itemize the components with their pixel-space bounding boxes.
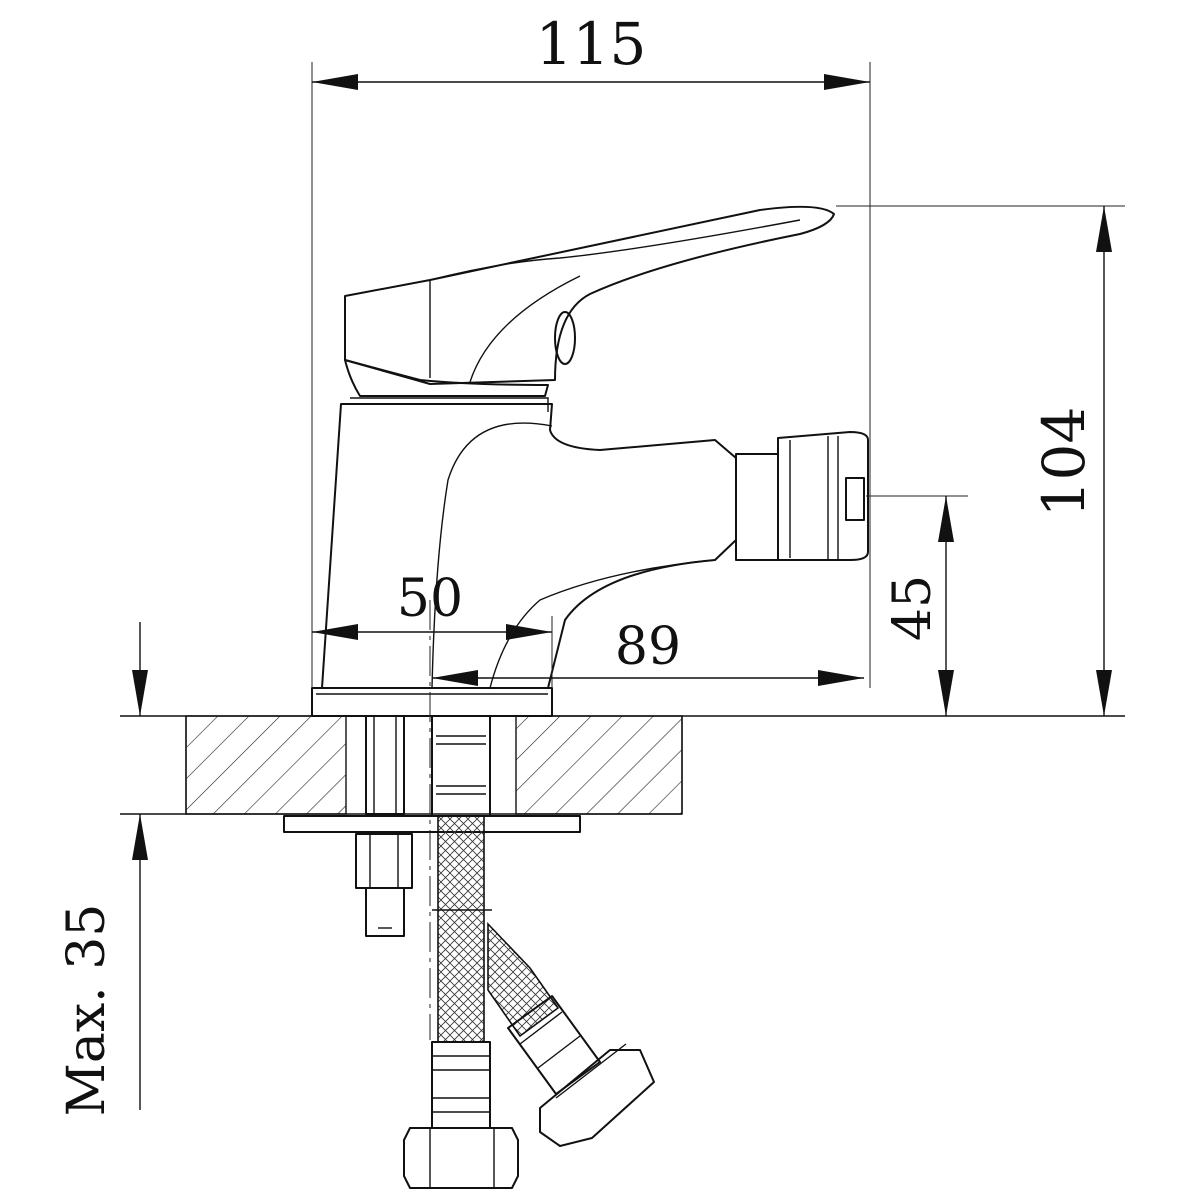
supply-hoses — [403, 715, 655, 1189]
dimension-spout-height: 45 — [866, 495, 968, 716]
lever-handle — [344, 205, 835, 385]
countertop-section — [120, 715, 1125, 815]
dimension-width: 115 — [311, 10, 871, 688]
aerator-nozzle — [735, 431, 869, 561]
dimension-height: 104 — [836, 205, 1125, 716]
faucet-body — [311, 205, 869, 717]
height-label: 104 — [1030, 407, 1098, 518]
dimension-reach: 89 — [432, 617, 864, 686]
reach-label: 89 — [615, 617, 681, 677]
max-thickness-label: Max. 35 — [57, 904, 117, 1117]
spout-height-label: 45 — [883, 575, 943, 641]
dimension-max-thickness: Max. 35 — [57, 622, 148, 1116]
width-label: 115 — [536, 10, 647, 78]
